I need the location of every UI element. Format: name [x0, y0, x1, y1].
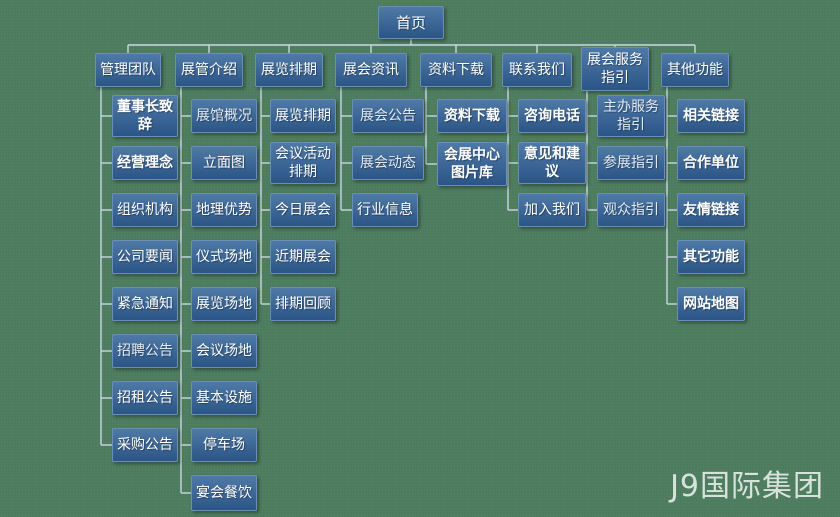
item-exhibition-schedule[interactable]: 展览排期 — [270, 99, 336, 133]
item-ceremony-venue[interactable]: 仪式场地 — [191, 240, 257, 274]
item-procurement-notice[interactable]: 采购公告 — [112, 428, 178, 462]
item-meeting-schedule[interactable]: 会议活动排期 — [270, 142, 336, 184]
item-exhibition-announcements[interactable]: 展会公告 — [352, 99, 424, 133]
item-exhibition-venue[interactable]: 展览场地 — [191, 287, 257, 321]
item-partners[interactable]: 合作单位 — [677, 146, 745, 180]
category-exhibition-schedule[interactable]: 展览排期 — [255, 53, 323, 87]
item-visitor-guide[interactable]: 观众指引 — [597, 193, 665, 227]
category-other-functions[interactable]: 其他功能 — [661, 53, 729, 87]
item-sitemap[interactable]: 网站地图 — [677, 287, 745, 321]
item-industry-info[interactable]: 行业信息 — [352, 193, 418, 227]
category-venue-intro[interactable]: 展管介绍 — [175, 53, 243, 87]
item-venue-overview[interactable]: 展馆概况 — [191, 99, 257, 133]
category-contact-us[interactable]: 联系我们 — [502, 53, 572, 87]
item-chairman-speech[interactable]: 董事长致辞 — [112, 95, 178, 137]
item-hotline[interactable]: 咨询电话 — [518, 99, 586, 133]
item-exhibition-updates[interactable]: 展会动态 — [352, 146, 424, 180]
item-company-news[interactable]: 公司要闻 — [112, 240, 178, 274]
item-feedback[interactable]: 意见和建议 — [518, 142, 586, 184]
item-basic-facilities[interactable]: 基本设施 — [191, 381, 257, 415]
item-friendly-links[interactable]: 友情链接 — [677, 193, 745, 227]
item-urgent-notice[interactable]: 紧急通知 — [112, 287, 178, 321]
item-schedule-review[interactable]: 排期回顾 — [270, 287, 336, 321]
item-meeting-venue[interactable]: 会议场地 — [191, 334, 257, 368]
item-material-download[interactable]: 资料下载 — [437, 99, 507, 133]
item-upcoming-exhibitions[interactable]: 近期展会 — [270, 240, 336, 274]
item-photo-library[interactable]: 会展中心图片库 — [437, 142, 507, 186]
item-organizer-guide[interactable]: 主办服务指引 — [597, 95, 665, 137]
item-organization[interactable]: 组织机构 — [112, 193, 178, 227]
category-downloads[interactable]: 资料下载 — [420, 53, 492, 87]
category-exhibition-news[interactable]: 展会资讯 — [335, 53, 407, 87]
root-node-home[interactable]: 首页 — [378, 6, 444, 39]
item-business-philosophy[interactable]: 经营理念 — [112, 146, 178, 180]
item-banquet-catering[interactable]: 宴会餐饮 — [191, 475, 257, 511]
item-today-exhibitions[interactable]: 今日展会 — [270, 193, 336, 227]
item-exhibitor-guide[interactable]: 参展指引 — [597, 146, 665, 180]
watermark: J9国际集团 — [670, 469, 824, 504]
item-leasing-notice[interactable]: 招租公告 — [112, 381, 178, 415]
item-recruitment-notice[interactable]: 招聘公告 — [112, 334, 178, 368]
category-management-team[interactable]: 管理团队 — [95, 53, 161, 87]
item-join-us[interactable]: 加入我们 — [518, 193, 586, 227]
category-service-guide[interactable]: 展会服务指引 — [581, 47, 649, 91]
item-location-advantage[interactable]: 地理优势 — [191, 193, 257, 227]
item-elevation-drawing[interactable]: 立面图 — [191, 146, 257, 180]
item-parking[interactable]: 停车场 — [191, 428, 257, 462]
item-other-functions[interactable]: 其它功能 — [677, 240, 745, 274]
item-related-links[interactable]: 相关链接 — [677, 99, 745, 133]
